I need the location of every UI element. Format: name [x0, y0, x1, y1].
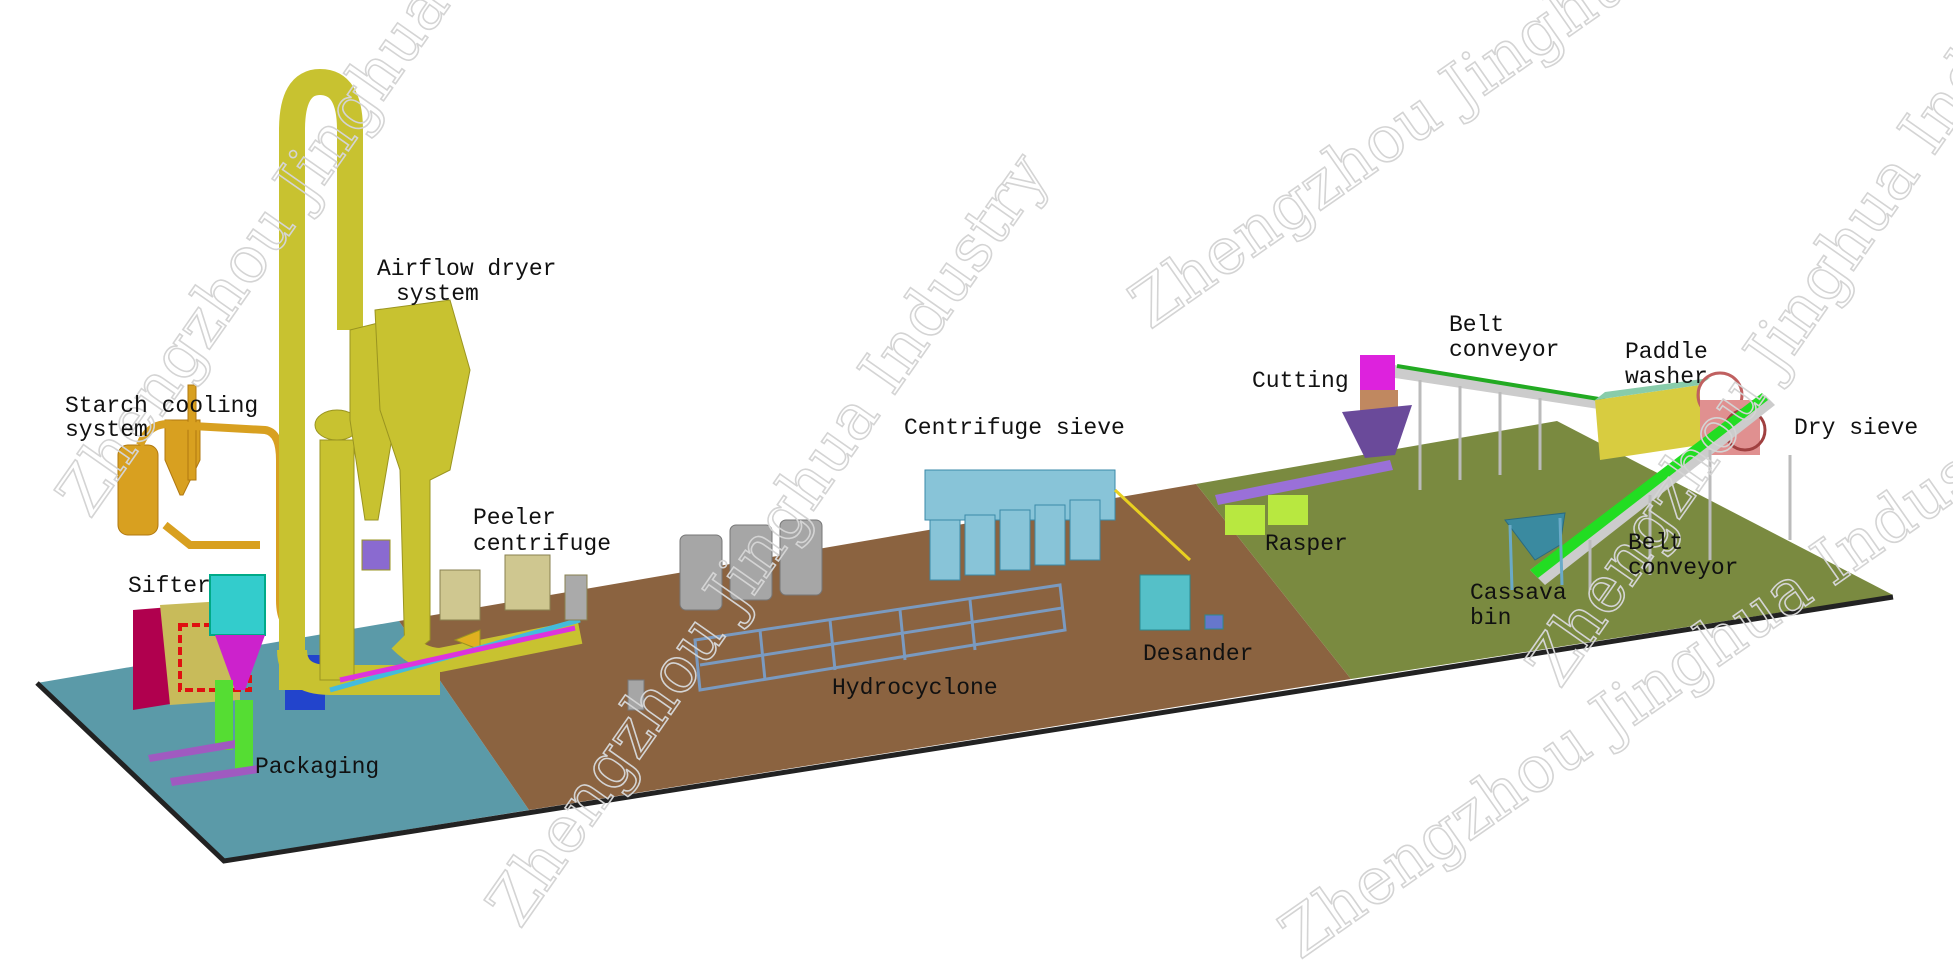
desander-equipment — [1139, 574, 1224, 631]
label-airflow-dryer-line1: Airflow dryer — [377, 256, 556, 282]
label-rasper: Rasper — [1265, 531, 1348, 557]
packaging-equipment — [148, 680, 258, 786]
belt-conveyor-top — [1395, 364, 1606, 490]
label-dry-sieve: Dry sieve — [1794, 415, 1918, 441]
rasper-equipment — [1215, 460, 1393, 535]
label-paddle-washer-line1: Paddle — [1625, 339, 1708, 365]
label-cassava-bin-line2: bin — [1470, 605, 1511, 631]
peeler-centrifuge — [439, 554, 588, 621]
label-starch-cooling-line1: Starch cooling — [65, 393, 258, 419]
label-packaging: Packaging — [255, 754, 379, 780]
label-cutting: Cutting — [1252, 368, 1349, 394]
belt-conveyor-lower — [1530, 393, 1792, 590]
label-belt-conveyor-top-line2: conveyor — [1449, 337, 1559, 363]
label-desander: Desander — [1143, 641, 1253, 667]
label-belt-conveyor-top-line1: Belt — [1449, 312, 1504, 338]
label-airflow-dryer-line2: system — [396, 281, 479, 307]
centrifuge-sieve-equipment — [924, 469, 1192, 581]
label-centrifuge-sieve: Centrifuge sieve — [904, 415, 1125, 441]
transfer-pipes — [329, 617, 581, 693]
floor-front-edge — [35, 594, 1894, 864]
label-cassava-bin-line1: Cassava — [1470, 580, 1567, 606]
starch-milk-tanks — [627, 519, 823, 711]
floor-wet-process-area — [399, 484, 1351, 810]
label-hydrocyclone: Hydrocyclone — [832, 675, 998, 701]
label-starch-cooling-line2: system — [65, 417, 148, 443]
label-belt-conveyor-lower-line1: Belt — [1628, 530, 1683, 556]
cutting-machine — [1342, 355, 1412, 458]
label-peeler-centrifuge-line1: Peeler — [473, 505, 556, 531]
label-paddle-washer-line2: washer — [1625, 364, 1708, 390]
sifter-equipment — [133, 574, 266, 710]
equipment-labels: Airflow dryer system Starch cooling syst… — [65, 256, 1918, 780]
cassava-bin — [1504, 512, 1566, 591]
label-peeler-centrifuge-line2: centrifuge — [473, 531, 611, 557]
paddle-washer — [1595, 378, 1710, 460]
hydrocyclone-station — [693, 583, 1067, 692]
label-belt-conveyor-lower-line2: conveyor — [1628, 555, 1738, 581]
label-sifter: Sifter — [128, 573, 211, 599]
